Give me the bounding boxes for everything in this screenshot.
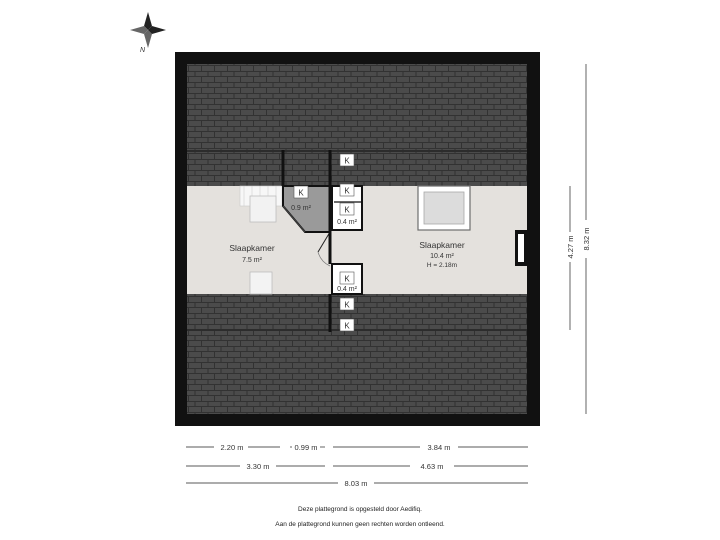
closet-area: 0.9 m² xyxy=(291,205,312,212)
dimension-384: 3.84 m xyxy=(428,443,451,452)
footer-line-2: Aan de plattegrond kunnen geen rechten w… xyxy=(275,521,445,528)
room-name-left: Slaapkamer xyxy=(229,243,275,253)
closet-k-1: K xyxy=(339,153,355,167)
dimension-330: 3.30 m xyxy=(247,462,270,471)
footer-line-1: Deze plattegrond is opgesteld door Aedif… xyxy=(298,506,422,513)
dimension-463: 4.63 m xyxy=(421,462,444,471)
roof-ridge-line xyxy=(187,150,527,152)
closet-label: K xyxy=(344,206,350,215)
closet-label: K xyxy=(344,322,350,331)
closet-area: 0.4 m² xyxy=(337,219,358,226)
dimension-427: 4.27 m xyxy=(566,236,575,259)
compass-rose-icon: N xyxy=(130,12,166,54)
closet-k-6: K xyxy=(339,297,355,311)
dimension-832: 8.32 m xyxy=(582,228,591,251)
closet-k-4: K 0.4 m² xyxy=(337,202,358,226)
closet-k-3: K xyxy=(339,183,355,197)
dimension-803: 8.03 m xyxy=(345,479,368,488)
closet-label: K xyxy=(344,275,350,284)
roof-ridge-line xyxy=(187,329,527,331)
room-name-right: Slaapkamer xyxy=(419,240,465,250)
skylight-right-glass xyxy=(423,191,465,225)
room-area-left: 7.5 m² xyxy=(242,257,263,264)
roof-top xyxy=(187,64,527,186)
closet-label: K xyxy=(344,187,350,196)
dimension-220: 2.20 m xyxy=(221,443,244,452)
closet-label: K xyxy=(344,157,350,166)
north-label: N xyxy=(140,47,146,54)
roof-window-left xyxy=(249,271,273,295)
closet-k-7: K xyxy=(339,318,355,332)
room-area-right: 10.4 m² xyxy=(430,253,454,260)
dimension-099: 0.99 m xyxy=(295,443,318,452)
roof-bottom xyxy=(187,294,527,414)
closet-k-2: K 0.9 m² xyxy=(291,185,312,212)
dimension-col-right xyxy=(569,64,587,414)
closet-label: K xyxy=(344,301,350,310)
closet-k-5: K 0.4 m² xyxy=(337,271,358,293)
dormer-window-glass xyxy=(518,234,524,262)
closet-area: 0.4 m² xyxy=(337,286,358,293)
closet-label: K xyxy=(298,189,304,198)
room-height-right: H = 2.18m xyxy=(427,262,457,269)
